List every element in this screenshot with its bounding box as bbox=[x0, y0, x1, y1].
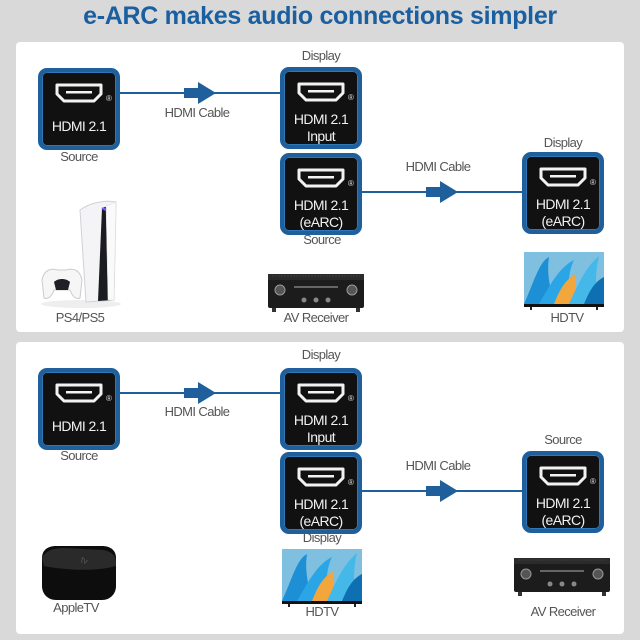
device-label: HDTV bbox=[550, 310, 585, 325]
hdmi-source-port: ® HDMI 2.1 bbox=[38, 68, 120, 150]
hdmi-connector-icon bbox=[296, 466, 346, 488]
hdmi-earc-port: ® HDMI 2.1 (eARC) bbox=[280, 153, 362, 235]
hdmi-connector-icon bbox=[296, 81, 346, 103]
registered-mark-icon: ® bbox=[348, 394, 354, 403]
cable-label: HDMI Cable bbox=[164, 105, 230, 120]
cable-label: HDMI Cable bbox=[405, 159, 471, 174]
port-label: HDMI 2.1 bbox=[535, 196, 591, 212]
port-label: HDMI 2.1 bbox=[51, 418, 107, 434]
port-sublabel: Input bbox=[306, 128, 336, 144]
hdmi-connector-icon bbox=[54, 382, 104, 404]
arrow-right-icon bbox=[184, 382, 218, 404]
page-title: e-ARC makes audio connections simpler bbox=[83, 2, 557, 30]
port-label: HDMI 2.1 bbox=[293, 496, 349, 512]
hdmi-connector-icon bbox=[54, 82, 104, 104]
diagram-panel-playstation: ® HDMI 2.1 Source HDMI Cable Display ® H… bbox=[16, 42, 624, 332]
hdmi-input-port: ® HDMI 2.1 Input bbox=[280, 67, 362, 149]
tv-icon bbox=[280, 549, 364, 609]
hdmi-earc-port: ® HDMI 2.1 (eARC) bbox=[280, 452, 362, 534]
device-label: AV Receiver bbox=[283, 310, 349, 325]
display-caption: Display bbox=[301, 347, 341, 362]
registered-mark-icon: ® bbox=[590, 178, 596, 187]
source-caption: Source bbox=[60, 149, 98, 164]
diagram-panel-appletv: ® HDMI 2.1 Source HDMI Cable Display ® H… bbox=[16, 342, 624, 634]
device-label: HDTV bbox=[305, 604, 340, 619]
source-caption: Source bbox=[60, 448, 98, 463]
hdmi-earc-port: ® HDMI 2.1 (eARC) bbox=[522, 152, 604, 234]
port-label: HDMI 2.1 bbox=[293, 111, 349, 127]
display-caption: Display bbox=[543, 135, 583, 150]
registered-mark-icon: ® bbox=[348, 179, 354, 188]
cable-label: HDMI Cable bbox=[164, 404, 230, 419]
device-label: AppleTV bbox=[53, 600, 99, 615]
game-console-icon bbox=[36, 200, 126, 310]
av-receiver-icon bbox=[512, 554, 612, 598]
hdmi-earc-port: ® HDMI 2.1 (eARC) bbox=[522, 451, 604, 533]
source-caption: Source bbox=[544, 432, 582, 447]
display-caption: Display bbox=[302, 530, 342, 545]
port-label: HDMI 2.1 bbox=[51, 118, 107, 134]
registered-mark-icon: ® bbox=[106, 394, 112, 403]
hdmi-connector-icon bbox=[538, 465, 588, 487]
port-label: HDMI 2.1 bbox=[293, 412, 349, 428]
av-receiver-icon bbox=[266, 270, 366, 314]
hdmi-connector-icon bbox=[296, 382, 346, 404]
hdmi-connector-icon bbox=[538, 166, 588, 188]
arrow-right-icon bbox=[426, 480, 460, 502]
port-sublabel: (eARC) bbox=[541, 213, 585, 229]
port-label: HDMI 2.1 bbox=[535, 495, 591, 511]
display-caption: Display bbox=[301, 48, 341, 63]
registered-mark-icon: ® bbox=[590, 477, 596, 486]
source-caption: Source bbox=[303, 232, 341, 247]
device-label: AV Receiver bbox=[530, 604, 596, 619]
port-sublabel: (eARC) bbox=[299, 513, 343, 529]
hdmi-source-port: ® HDMI 2.1 bbox=[38, 368, 120, 450]
tv-icon bbox=[524, 252, 604, 312]
cable-label: HDMI Cable bbox=[405, 458, 471, 473]
port-label: HDMI 2.1 bbox=[293, 197, 349, 213]
device-label: PS4/PS5 bbox=[55, 310, 105, 325]
hdmi-connector-icon bbox=[296, 167, 346, 189]
arrow-right-icon bbox=[184, 82, 218, 104]
hdmi-input-port: ® HDMI 2.1 Input bbox=[280, 368, 362, 450]
registered-mark-icon: ® bbox=[106, 94, 112, 103]
registered-mark-icon: ® bbox=[348, 93, 354, 102]
port-sublabel: (eARC) bbox=[299, 214, 343, 230]
port-sublabel: (eARC) bbox=[541, 512, 585, 528]
arrow-right-icon bbox=[426, 181, 460, 203]
port-sublabel: Input bbox=[306, 429, 336, 445]
registered-mark-icon: ® bbox=[348, 478, 354, 487]
